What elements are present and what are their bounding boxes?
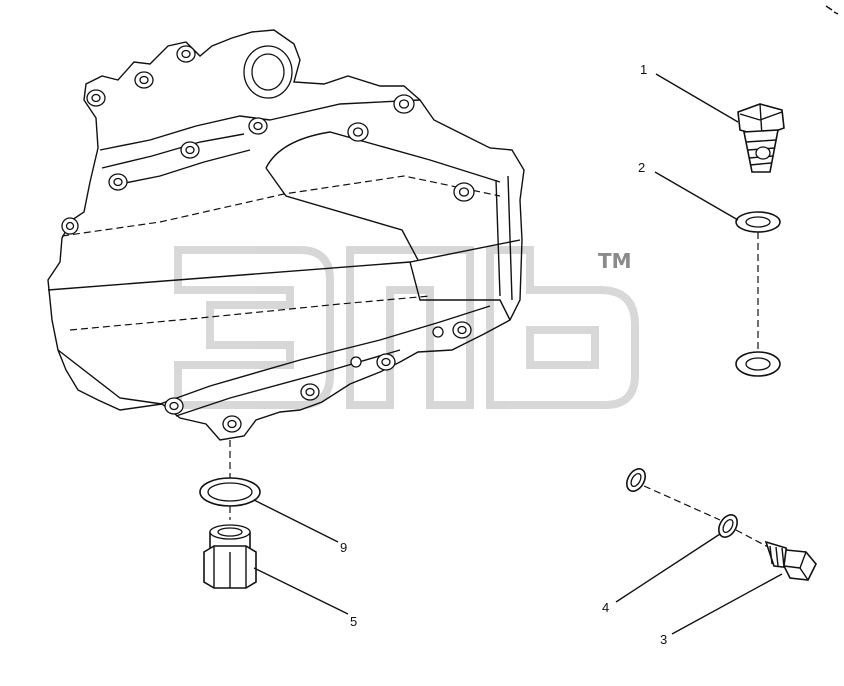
sealing-washer-small-icon (626, 468, 738, 538)
watermark-logo (174, 246, 639, 409)
callout-9: 9 (340, 540, 347, 555)
housing-bosses (61, 45, 475, 433)
sealing-washer-icon (735, 211, 781, 377)
hex-fitting-icon (203, 524, 257, 589)
plug-axis-line (643, 485, 771, 549)
leader-lines (253, 73, 783, 635)
drain-plug-icon (764, 540, 817, 581)
callout-1: 1 (640, 62, 647, 77)
callout-5: 5 (350, 614, 357, 629)
corner-mark (825, 5, 839, 15)
oil-pan-housing-icon (47, 29, 525, 441)
o-ring-icon (199, 477, 261, 507)
callout-4: 4 (602, 600, 609, 615)
watermark-trademark: TM (598, 249, 632, 273)
callout-2: 2 (638, 160, 645, 175)
banjo-bolt-icon (737, 103, 785, 173)
callout-3: 3 (660, 632, 667, 647)
